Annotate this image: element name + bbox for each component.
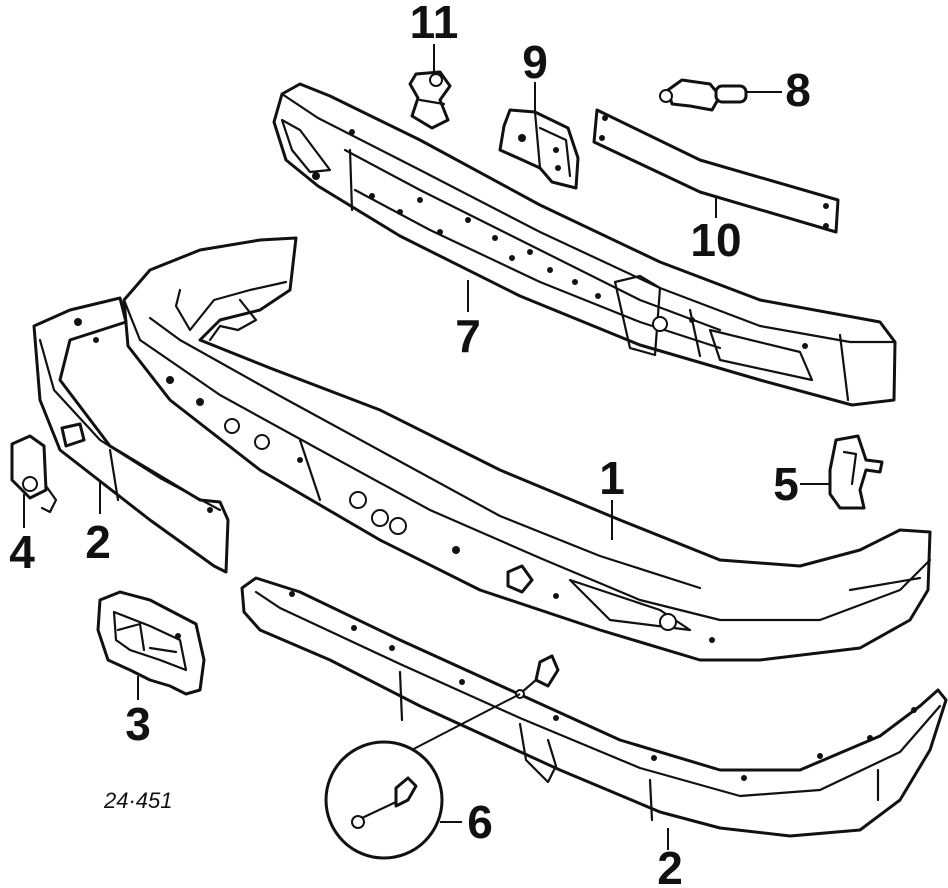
part-8-stud — [659, 78, 748, 112]
part-10-plate — [592, 108, 840, 234]
callout-6: 6 — [467, 796, 493, 848]
leader-lines — [23, 44, 830, 850]
part-2-left-molding — [32, 296, 230, 574]
callout-1: 1 — [599, 452, 625, 504]
zoom-circle — [324, 740, 444, 860]
callout-3: 3 — [125, 698, 151, 750]
part-11-bracket — [408, 70, 452, 130]
part-7-reinforcement — [272, 82, 897, 407]
part-3-pad — [96, 590, 206, 696]
part-2-lower-molding — [240, 576, 948, 838]
callout-5: 5 — [773, 458, 799, 510]
callout-2-left: 2 — [85, 516, 111, 568]
part-6-clip — [324, 654, 560, 860]
part-1-bumper-cover — [122, 236, 932, 662]
part-4-hook-bracket — [10, 434, 58, 514]
callout-11: 11 — [410, 0, 459, 48]
callout-7: 7 — [455, 310, 481, 362]
diagram-reference: 24·451 — [103, 788, 173, 813]
part-5-bracket — [828, 434, 884, 510]
callout-10: 10 — [690, 214, 741, 266]
part-9-bracket — [498, 108, 580, 190]
callout-9: 9 — [522, 36, 548, 88]
callout-4: 4 — [9, 526, 35, 578]
callout-2-bottom: 2 — [657, 842, 683, 888]
callout-8: 8 — [785, 64, 811, 116]
